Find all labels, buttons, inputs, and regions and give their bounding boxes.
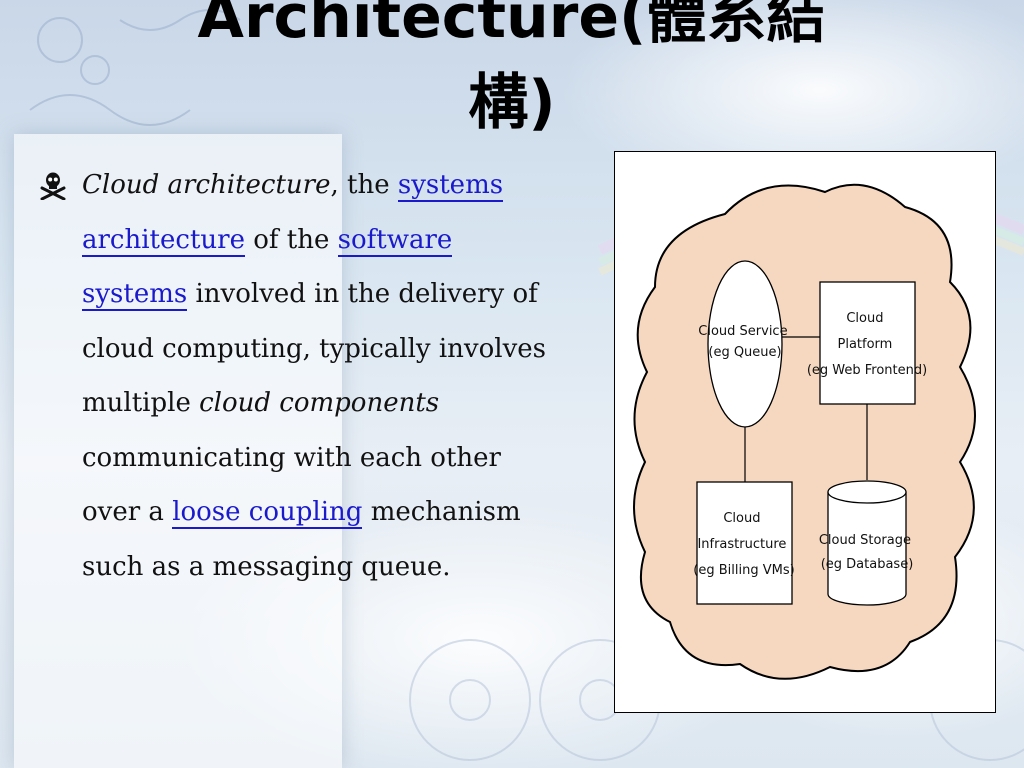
- cloud-platform-label: Cloud Platform (eg Web Frontend): [807, 311, 927, 378]
- term-cloud-architecture: Cloud architecture: [82, 170, 331, 200]
- text-segment: communicating with each other over a: [82, 442, 501, 528]
- decorative-panel: [14, 134, 342, 768]
- title-line-1: Architecture(體系結: [197, 0, 827, 52]
- cloud-infrastructure-label: Cloud Infrastructure (eg Billing VMs): [693, 511, 794, 578]
- cloud-architecture-diagram: Cloud Service (eg Queue) Cloud Platform …: [614, 151, 996, 713]
- link-loose-coupling[interactable]: loose coupling: [172, 497, 363, 529]
- title-line-2: 構): [468, 68, 556, 138]
- cloud-shape: [633, 183, 976, 680]
- link-software-systems[interactable]: software systems: [82, 224, 453, 311]
- cloud-storage-node: [827, 480, 907, 606]
- text-segment: of the: [244, 224, 338, 255]
- slide-title: Architecture(體系結 構): [0, 0, 1024, 146]
- text-segment: mechanism such as a messaging queue.: [82, 497, 521, 582]
- text-segment: , the: [330, 170, 398, 200]
- diagram-svg: Cloud Service (eg Queue) Cloud Platform …: [633, 183, 976, 680]
- cloud-service-label: Cloud Service (eg Queue): [698, 324, 791, 360]
- cloud-platform-node: [819, 281, 916, 405]
- term-cloud-components: cloud components: [199, 388, 440, 418]
- link-systems-architecture[interactable]: systems architecture: [82, 170, 504, 257]
- bullet-text: Cloud architecture, the systems architec…: [82, 158, 558, 594]
- skull-crossbones-icon: [40, 172, 66, 200]
- text-segment: involved in the delivery of cloud comput…: [82, 279, 547, 418]
- bullet-paragraph: Cloud architecture, the systems architec…: [38, 158, 558, 594]
- cloud-infrastructure-node: [696, 481, 793, 605]
- cloud-service-node: [707, 260, 783, 428]
- cloud-storage-label: Cloud Storage (eg Database): [819, 533, 915, 572]
